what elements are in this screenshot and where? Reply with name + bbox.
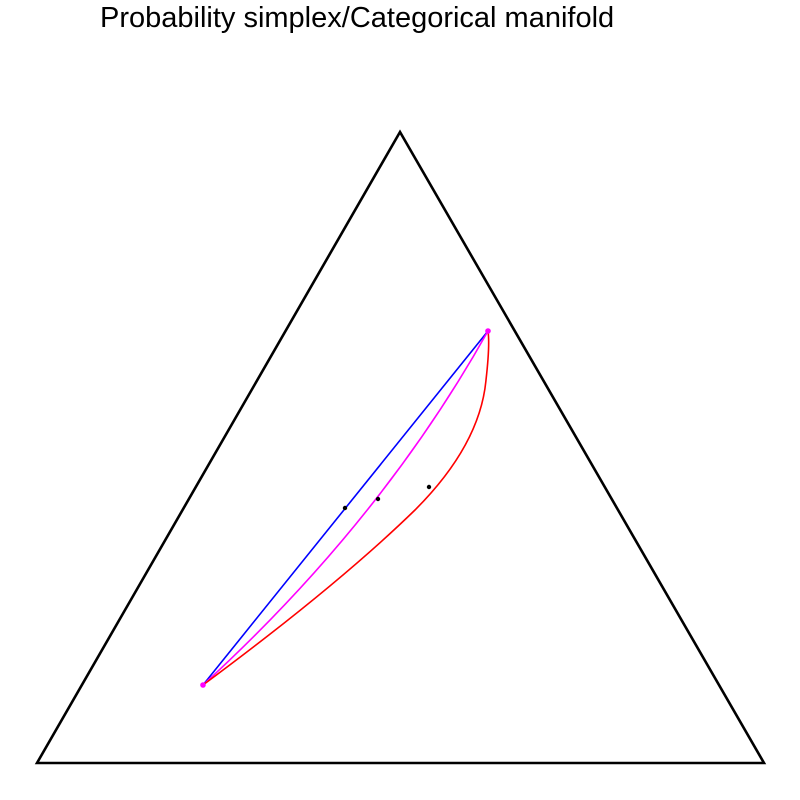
figure-title: Probability simplex/Categorical manifold	[100, 2, 615, 34]
red-midpoint	[426, 484, 432, 490]
simplex-triangle	[34, 129, 767, 765]
red-curve	[202, 330, 490, 686]
start-endpoint	[200, 682, 206, 688]
end-endpoint	[485, 328, 491, 334]
magenta-curve	[202, 330, 489, 686]
magenta-midpoint	[375, 496, 381, 502]
blue-midpoint	[342, 505, 348, 511]
